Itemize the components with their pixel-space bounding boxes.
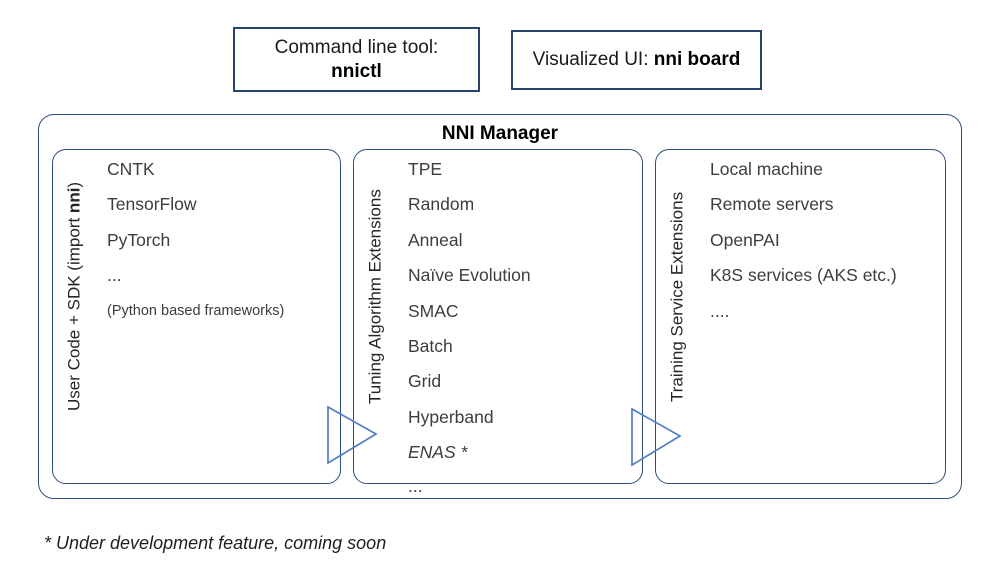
list-item: Remote servers bbox=[710, 194, 834, 215]
list-item: SMAC bbox=[408, 300, 459, 321]
list-item: TensorFlow bbox=[107, 194, 197, 215]
list-item: ENAS * bbox=[408, 442, 468, 463]
footnote: * Under development feature, coming soon bbox=[44, 533, 387, 553]
column-training-services: Training Service Extensions Local machin… bbox=[655, 149, 946, 484]
list-item: Grid bbox=[408, 371, 442, 392]
list-item: .... bbox=[710, 300, 730, 321]
list-item: CNTK bbox=[107, 159, 155, 179]
nni-manager-title: NNI Manager bbox=[441, 123, 559, 144]
list-item: Anneal bbox=[408, 229, 463, 250]
cli-box-tool-name: nnictl bbox=[331, 60, 382, 82]
list-item: Naïve Evolution bbox=[408, 265, 531, 286]
list-item: ... bbox=[107, 265, 122, 286]
list-item: TPE bbox=[408, 159, 443, 179]
flow-arrow-icon bbox=[631, 407, 682, 467]
visualized-ui-box: Visualized UI: nni board bbox=[511, 30, 762, 90]
list-item: PyTorch bbox=[107, 229, 171, 250]
flow-arrow-icon bbox=[327, 405, 378, 465]
list-item: Local machine bbox=[710, 159, 823, 179]
ui-box-tool-name: nni board bbox=[653, 49, 741, 70]
ui-box-label: Visualized UI: bbox=[532, 49, 654, 70]
list-item: (Python based frameworks) bbox=[107, 302, 285, 319]
list-item: Random bbox=[408, 194, 475, 215]
tuning-overflow-ellipsis: ... bbox=[408, 476, 423, 496]
list-item: K8S services (AKS etc.) bbox=[710, 265, 897, 286]
list-item: OpenPAI bbox=[710, 229, 780, 250]
list-item: Batch bbox=[408, 336, 453, 357]
list-item: Hyperband bbox=[408, 406, 494, 427]
cli-box-label: Command line tool: bbox=[274, 36, 439, 58]
command-line-tool-box: Command line tool: nnictl bbox=[233, 27, 480, 92]
